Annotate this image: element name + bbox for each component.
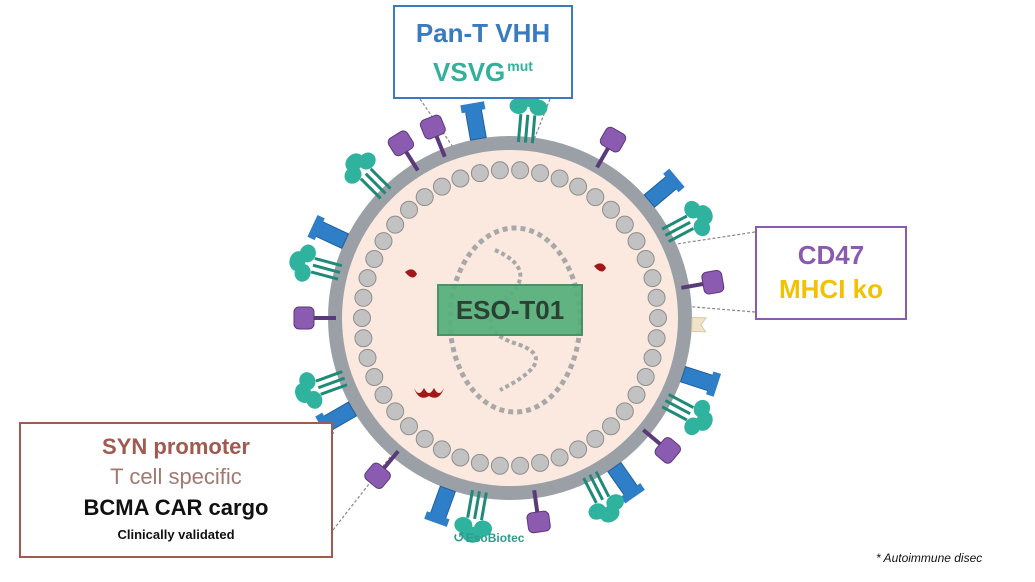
cd47-protein [526, 489, 551, 534]
matrix-bead [636, 250, 655, 268]
cd47-protein [595, 126, 627, 169]
vhh-protein [643, 168, 685, 208]
matrix-bead [627, 232, 646, 251]
matrix-bead [432, 177, 451, 196]
vhh-protein [424, 485, 456, 527]
matrix-bead [415, 429, 434, 448]
matrix-bead [615, 402, 634, 421]
matrix-bead [602, 200, 620, 219]
matrix-bead [569, 177, 588, 196]
matrix-bead [365, 250, 384, 268]
vsvg-protein [289, 244, 343, 282]
cd47-protein [293, 306, 336, 330]
matrix-bead [365, 368, 384, 386]
vsvg-sup: mut [507, 58, 533, 74]
matrix-bead [432, 440, 451, 459]
pan-t-vhh-label: Pan-T VHH [415, 18, 551, 48]
matrix-bead [569, 440, 588, 459]
matrix-bead [643, 348, 662, 367]
esobiotec-logo: ↺EsoBiotec [453, 529, 525, 545]
matrix-bead [374, 385, 393, 404]
clinically-validated-label: Clinically validated [117, 527, 235, 542]
matrix-bead [550, 448, 569, 467]
matrix-bead [358, 348, 377, 367]
cd47-protein [680, 269, 725, 295]
matrix-bead [451, 448, 470, 467]
cd47-protein [364, 449, 400, 489]
cd47-protein [419, 114, 447, 158]
matrix-bead [374, 232, 393, 251]
matrix-bead [400, 200, 418, 219]
vhh-protein [460, 101, 487, 141]
matrix-bead [386, 215, 405, 234]
syn-promoter-box: SYN promoter T cell specific BCMA CAR ca… [19, 422, 333, 558]
vsvg-protein [295, 370, 348, 409]
matrix-bead [550, 169, 569, 188]
bcma-car-cargo-label: BCMA CAR cargo [83, 495, 269, 520]
matrix-bead [615, 215, 634, 234]
vsvg-protein [582, 470, 624, 523]
matrix-bead [353, 309, 371, 327]
cd47-box: CD47 MHCI ko [755, 226, 907, 320]
matrix-bead [354, 288, 373, 307]
matrix-bead [636, 368, 655, 386]
mhci-ko-label: MHCI ko [779, 274, 883, 304]
matrix-bead [415, 188, 434, 207]
cd47-label: CD47 [797, 240, 865, 270]
vsvg-protein [344, 152, 392, 200]
matrix-bead [586, 188, 605, 207]
matrix-bead [386, 402, 405, 421]
t-cell-specific-label: T cell specific [110, 464, 242, 489]
vsvg-protein [661, 393, 713, 436]
eso-t01-label: ESO-T01 [437, 284, 583, 336]
matrix-bead [490, 456, 509, 475]
matrix-bead [511, 456, 530, 475]
cd47-protein [387, 130, 420, 172]
matrix-bead [647, 329, 666, 348]
footnote: * Autoimmune disec [876, 551, 983, 565]
matrix-bead [627, 385, 646, 404]
vsvg-protein [661, 200, 713, 243]
matrix-bead [451, 169, 470, 188]
matrix-bead [531, 453, 550, 472]
matrix-bead [511, 161, 530, 180]
matrix-bead [400, 417, 418, 436]
matrix-bead [470, 453, 489, 472]
matrix-bead [643, 269, 662, 288]
matrix-bead [649, 309, 667, 327]
matrix-bead [586, 429, 605, 448]
logo-swirl-icon: ↺ [453, 529, 465, 545]
vhh-protein [679, 365, 722, 397]
matrix-bead [354, 329, 373, 348]
matrix-bead [531, 164, 550, 183]
matrix-bead-ring [353, 161, 667, 475]
vsvg-protein [454, 489, 493, 543]
vhh-protein [307, 215, 350, 250]
matrix-bead [358, 269, 377, 288]
surface-proteins [289, 90, 725, 543]
mhci-protein [691, 316, 708, 333]
matrix-bead [602, 417, 620, 436]
syn-promoter-label: SYN promoter [102, 434, 250, 459]
matrix-bead [647, 288, 666, 307]
cd47-protein [641, 428, 681, 464]
vhh-protein [607, 461, 645, 504]
matrix-bead [490, 161, 509, 180]
cargo-marks [405, 263, 606, 398]
matrix-bead [470, 164, 489, 183]
